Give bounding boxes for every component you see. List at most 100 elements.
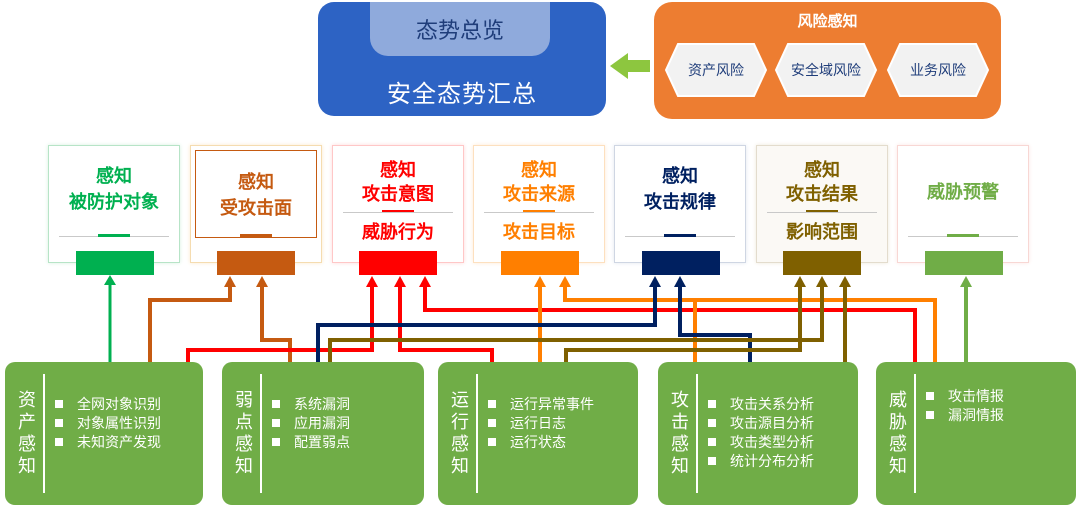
module-divider xyxy=(476,374,478,493)
module-attack-perception: 攻 击 感 知 攻击关系分析 攻击源目分析 攻击类型分析 统计分布分析 xyxy=(658,362,858,505)
color-bar-attack-source xyxy=(501,251,579,275)
module-title-char: 弱 xyxy=(235,389,253,411)
accent-dash xyxy=(98,234,130,237)
module-title-char: 知 xyxy=(889,455,907,477)
posture-overview-tab: 态势总览 xyxy=(370,2,550,56)
perception-title-line3: 威胁行为 xyxy=(362,222,434,243)
perception-title-line1: 感知 xyxy=(96,166,132,187)
risk-to-summary-arrow xyxy=(610,53,650,79)
module-item-list: 攻击关系分析 攻击源目分析 攻击类型分析 统计分布分析 xyxy=(708,396,814,472)
perception-attack-source: 感知 攻击来源 攻击目标 xyxy=(473,145,605,263)
accent-dash xyxy=(240,234,272,237)
security-posture-summary: 态势总览 安全态势汇总 xyxy=(318,2,606,116)
perception-title-line2: 攻击规律 xyxy=(644,192,716,213)
module-divider xyxy=(696,374,698,493)
list-item: 统计分布分析 xyxy=(708,453,814,472)
list-item: 运行状态 xyxy=(488,434,594,453)
module-title-char: 击 xyxy=(671,411,689,433)
domain-risk-label: 安全域风险 xyxy=(791,63,861,79)
separator xyxy=(767,212,877,213)
inner-frame xyxy=(195,150,317,238)
module-divider xyxy=(260,374,262,493)
perception-title-line1: 感知 xyxy=(521,160,557,181)
list-item: 对象属性识别 xyxy=(55,415,161,434)
module-item-list: 系统漏洞 应用漏洞 配置弱点 xyxy=(272,396,350,453)
domain-risk-item: 安全域风险 xyxy=(774,40,878,100)
list-item: 系统漏洞 xyxy=(272,396,350,415)
business-risk-label: 业务风险 xyxy=(910,63,966,79)
accent-dash xyxy=(947,234,979,237)
asset-risk-label: 资产风险 xyxy=(688,63,744,79)
perception-title-line2: 攻击结果 xyxy=(786,184,858,205)
color-bar-attack-surface xyxy=(217,251,295,275)
perception-title-line2: 受攻击面 xyxy=(220,198,292,219)
module-title-char: 感 xyxy=(889,433,907,455)
perception-title-line2: 攻击来源 xyxy=(503,184,575,205)
module-title-char: 威 xyxy=(889,389,907,411)
module-title-char: 知 xyxy=(671,455,689,477)
asset-risk-item: 资产风险 xyxy=(664,40,768,100)
perception-threat-warning: 威胁预警 xyxy=(897,145,1029,263)
list-item: 运行异常事件 xyxy=(488,396,594,415)
module-divider xyxy=(914,374,916,493)
module-asset-perception: 资 产 感 知 全网对象识别 对象属性识别 未知资产发现 xyxy=(5,362,203,505)
color-bar-attack-intent xyxy=(359,251,437,275)
module-title-char: 知 xyxy=(451,455,469,477)
module-title: 资 产 感 知 xyxy=(13,362,41,505)
perception-title-line2: 攻击意图 xyxy=(362,184,434,205)
module-title-char: 知 xyxy=(235,455,253,477)
business-risk-item: 业务风险 xyxy=(886,40,990,100)
perception-title-line3: 攻击目标 xyxy=(503,222,575,243)
module-title: 运 行 感 知 xyxy=(446,362,474,505)
module-item-list: 全网对象识别 对象属性识别 未知资产发现 xyxy=(55,396,161,453)
risk-perception-panel: 风险感知 资产风险 安全域风险 业务风险 xyxy=(654,2,1001,119)
module-title: 弱 点 感 知 xyxy=(230,362,258,505)
list-item: 攻击关系分析 xyxy=(708,396,814,415)
perception-attack-pattern: 感知 攻击规律 xyxy=(614,145,746,263)
module-title-char: 感 xyxy=(671,433,689,455)
accent-dash xyxy=(664,234,696,237)
module-weakness-perception: 弱 点 感 知 系统漏洞 应用漏洞 配置弱点 xyxy=(222,362,424,505)
perception-protected-objects: 感知 被防护对象 xyxy=(48,145,180,263)
module-title-char: 感 xyxy=(235,433,253,455)
perception-title-line1: 感知 xyxy=(238,172,274,193)
module-title-char: 产 xyxy=(18,411,36,433)
list-item: 攻击源目分析 xyxy=(708,415,814,434)
color-bar-protected-objects xyxy=(76,251,154,275)
module-title-char: 行 xyxy=(451,411,469,433)
perception-attack-surface: 感知 受攻击面 xyxy=(190,145,322,263)
perception-attack-result: 感知 攻击结果 影响范围 xyxy=(756,145,888,263)
module-operation-perception: 运 行 感 知 运行异常事件 运行日志 运行状态 xyxy=(438,362,638,505)
list-item: 运行日志 xyxy=(488,415,594,434)
module-title-char: 知 xyxy=(18,455,36,477)
separator xyxy=(343,212,453,213)
module-divider xyxy=(43,374,45,493)
module-title-char: 胁 xyxy=(889,411,907,433)
risk-perception-title: 风险感知 xyxy=(797,12,858,30)
module-title-char: 点 xyxy=(235,411,253,433)
module-title-char: 感 xyxy=(451,433,469,455)
list-item: 攻击情报 xyxy=(926,388,1004,407)
list-item: 配置弱点 xyxy=(272,434,350,453)
module-threat-perception: 威 胁 感 知 攻击情报 漏洞情报 xyxy=(876,362,1076,505)
module-item-list: 攻击情报 漏洞情报 xyxy=(926,388,1004,426)
list-item: 漏洞情报 xyxy=(926,407,1004,426)
module-title: 攻 击 感 知 xyxy=(666,362,694,505)
color-bar-threat-warning xyxy=(925,251,1003,275)
perception-title-line1: 威胁预警 xyxy=(927,182,999,203)
accent-dash xyxy=(806,210,838,213)
accent-dash xyxy=(523,210,555,213)
module-title-char: 运 xyxy=(451,389,469,411)
perception-attack-intent: 感知 攻击意图 威胁行为 xyxy=(332,145,464,263)
module-item-list: 运行异常事件 运行日志 运行状态 xyxy=(488,396,594,453)
list-item: 未知资产发现 xyxy=(55,434,161,453)
perception-title-line1: 感知 xyxy=(380,160,416,181)
list-item: 全网对象识别 xyxy=(55,396,161,415)
accent-dash xyxy=(382,210,414,213)
module-title-char: 资 xyxy=(18,389,36,411)
list-item: 攻击类型分析 xyxy=(708,434,814,453)
perception-title-line1: 感知 xyxy=(662,166,698,187)
color-bar-attack-pattern xyxy=(642,251,720,275)
module-title-char: 感 xyxy=(18,433,36,455)
